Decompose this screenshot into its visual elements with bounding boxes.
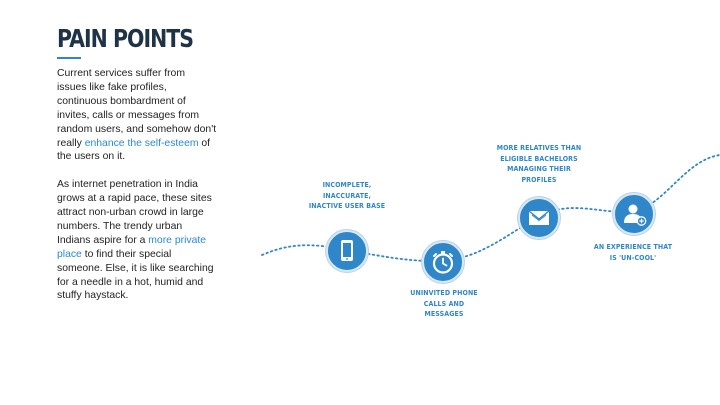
paragraph-2-highlight: more private place [57, 234, 207, 260]
pain-point-caption-3: MORE RELATIVES THAN ELIGIBLE BACHELORS M… [496, 144, 582, 184]
mobile-phone-icon [341, 240, 353, 261]
paragraph-2: As internet penetration in India grows a… [57, 178, 217, 303]
pain-point-caption-2: UNINVITED PHONE CALLS AND MESSAGES [410, 289, 478, 318]
title-underline [57, 57, 81, 59]
envelope-icon [528, 210, 550, 225]
pain-point-caption-4: AN EXPERIENCE THAT IS 'UN-COOL' [593, 243, 673, 262]
paragraph-1-highlight: enhance the self-esteem [84, 137, 199, 149]
pain-point-node-2 [422, 241, 464, 283]
paragraph-2-text: As internet penetration in India grows a… [57, 179, 212, 246]
paragraph-1: Current services suffer from issues like… [57, 67, 217, 164]
pain-point-node-3 [518, 197, 560, 239]
paragraph-2-text-end: to find their special someone. Else, it … [57, 248, 214, 302]
stopwatch-icon [432, 251, 454, 274]
pain-point-caption-1: INCOMPLETE, INACCURATE, INACTIVE USER BA… [308, 181, 386, 210]
pain-point-node-1 [326, 230, 368, 272]
user-add-icon [624, 204, 647, 226]
paragraph-1-text: Current services suffer from issues like… [57, 68, 217, 149]
page-title: PAIN POINTS [57, 24, 194, 53]
body-text: Current services suffer from issues like… [57, 67, 217, 317]
pain-point-node-4 [613, 193, 655, 235]
paragraph-1-text-end: of the users on it. [57, 137, 211, 163]
